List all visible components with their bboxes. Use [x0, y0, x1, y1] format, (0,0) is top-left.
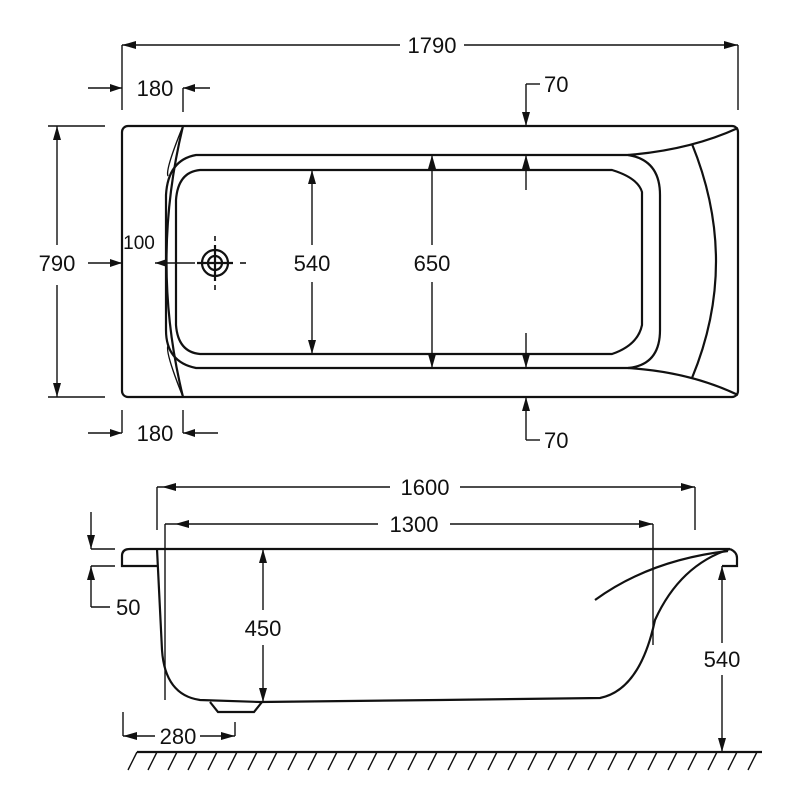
top-view: 1790 180 180 79 [39, 33, 740, 453]
dim-drain-offset: 100 [123, 233, 195, 267]
right-rim-lip [722, 547, 739, 568]
headrest-curve [594, 549, 729, 601]
dim-70-bottom-label: 70 [544, 428, 568, 453]
dim-540-height-label: 540 [704, 647, 741, 672]
dim-180-top-label: 180 [137, 76, 174, 101]
tub-foot [209, 701, 263, 714]
right-head-curve-bottom [627, 366, 739, 396]
dim-450-label: 450 [245, 616, 282, 641]
dim-inner-width-540: 540 [294, 170, 331, 354]
side-view: 1600 1300 50 45 [87, 475, 762, 771]
left-end-curve-inner [166, 125, 184, 177]
dim-rim-thickness: 50 [87, 512, 140, 620]
dim-depth-450: 450 [245, 549, 282, 702]
dim-1790-label: 1790 [408, 33, 457, 58]
drain-crosshair-icon [197, 236, 250, 290]
dim-length-1300: 1300 [164, 512, 654, 700]
dim-overall-width: 790 [39, 125, 122, 398]
dim-inner-width-650: 650 [414, 155, 451, 368]
right-head-arc [690, 143, 718, 379]
dim-1300-label: 1300 [390, 512, 439, 537]
dim-540-label: 540 [294, 251, 331, 276]
dim-650-label: 650 [414, 251, 451, 276]
dim-overall-length: 1790 [121, 33, 739, 110]
dim-left-end-bottom: 180 [88, 410, 218, 446]
dim-1600-label: 1600 [401, 475, 450, 500]
dim-790-label: 790 [39, 251, 76, 276]
tub-body-outline [155, 547, 731, 704]
dim-100-label: 100 [123, 233, 155, 254]
dim-left-end-top: 180 [88, 76, 210, 112]
dim-280-label: 280 [160, 724, 197, 749]
dim-50-label: 50 [116, 595, 140, 620]
dim-side-rim-top: 70 [522, 72, 568, 190]
dim-foot-offset: 280 [122, 712, 236, 749]
top-view-outline [120, 124, 740, 399]
left-rim-lip [120, 547, 157, 568]
right-head-curve-top [627, 126, 739, 157]
dim-180-bottom-label: 180 [137, 421, 174, 446]
dim-length-1600: 1600 [156, 475, 696, 530]
inner-basin [174, 168, 644, 356]
floor-hatch-icon [127, 750, 762, 771]
dim-side-rim-bottom: 70 [522, 333, 568, 453]
dim-70-top-label: 70 [544, 72, 568, 97]
dim-height-540: 540 [704, 566, 741, 752]
left-end-curve-inner-bottom [166, 345, 184, 398]
